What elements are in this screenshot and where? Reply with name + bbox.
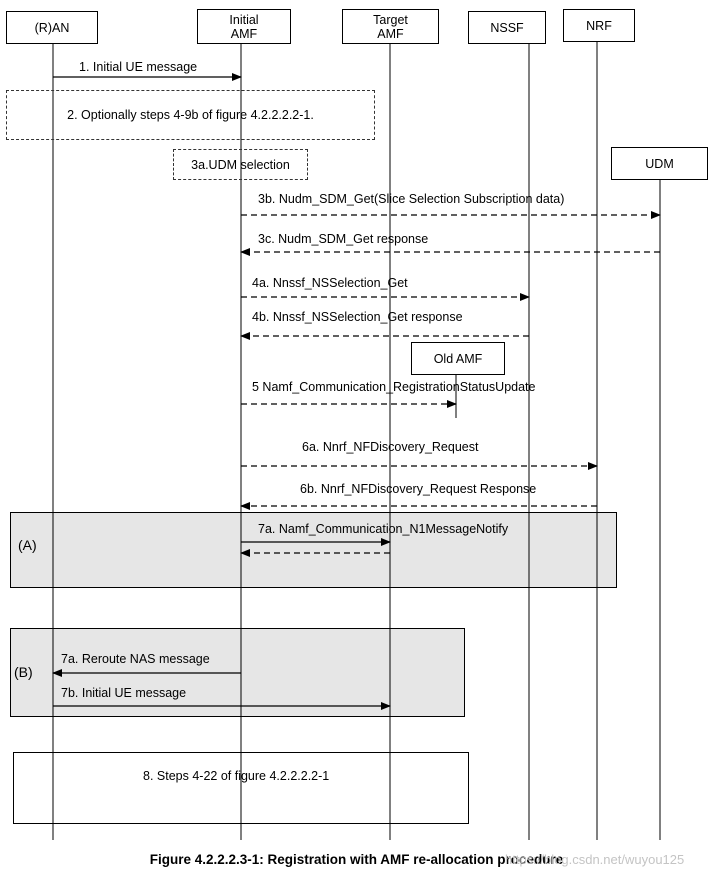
label-5: 5 Namf_Communication_RegistrationStatusU… <box>252 380 536 394</box>
region-a-label: (A) <box>18 537 37 553</box>
participant-target-amf: Target AMF <box>342 9 439 44</box>
label-6b: 6b. Nnrf_NFDiscovery_Request Response <box>300 482 537 496</box>
label-6a: 6a. Nnrf_NFDiscovery_Request <box>302 440 479 454</box>
label-3b: 3b. Nudm_SDM_Get(Slice Selection Subscri… <box>258 192 565 206</box>
participant-old-amf: Old AMF <box>411 342 505 375</box>
label-1: 1. Initial UE message <box>79 60 198 74</box>
label-3c: 3c. Nudm_SDM_Get response <box>258 232 429 246</box>
label-4b: 4b. Nnssf_NSSelection_Get response <box>252 310 463 324</box>
participant-initial-amf: Initial AMF <box>197 9 291 44</box>
participant-nrf: NRF <box>563 9 635 42</box>
label-4a: 4a. Nnssf_NSSelection_Get <box>252 276 408 290</box>
label-7a-reroute: 7a. Reroute NAS message <box>61 652 210 666</box>
participant-udm: UDM <box>611 147 708 180</box>
watermark: https://blog.csdn.net/wuyou125 <box>505 852 685 867</box>
label-8: 8. Steps 4-22 of figure 4.2.2.2.2-1 <box>143 769 330 783</box>
region-b-label: (B) <box>14 664 33 680</box>
region-a <box>10 512 617 588</box>
label-7a-notify: 7a. Namf_Communication_N1MessageNotify <box>258 522 509 536</box>
label-7b: 7b. Initial UE message <box>61 686 187 700</box>
participant-nssf: NSSF <box>468 11 546 44</box>
participant-ran: (R)AN <box>6 11 98 44</box>
figure-caption: Figure 4.2.2.2.3-1: Registration with AM… <box>149 852 564 867</box>
step-2-box: 2. Optionally steps 4-9b of figure 4.2.2… <box>6 90 375 140</box>
step-3a-box: 3a.UDM selection <box>173 149 308 180</box>
